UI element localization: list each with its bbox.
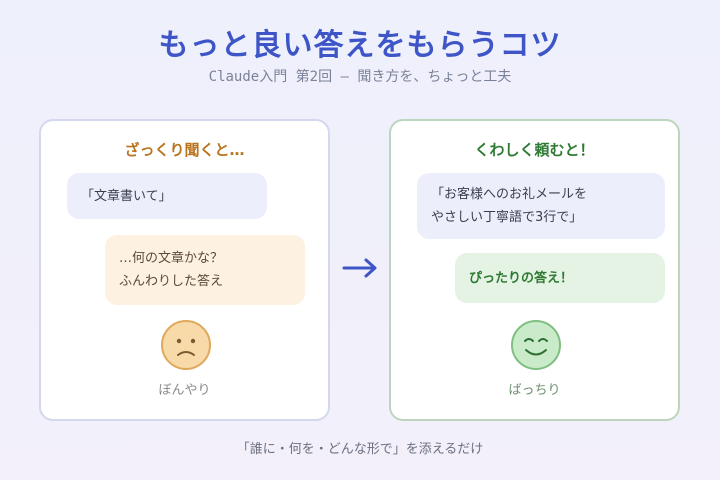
reply-bubble-detailed: ぴったりの答え！ bbox=[455, 253, 665, 303]
vague-request-panel: ざっくり聞くと… 「文章書いて」 …何の文章かな？ ふんわりした答え ぼんやり bbox=[39, 119, 330, 421]
panel-title-detailed: くわしく頼むと！ bbox=[474, 141, 595, 159]
user-prompt-bubble-detailed: 「お客様へのお礼メールを やさしい丁寧語で3行で」 bbox=[417, 173, 665, 239]
right-arrow-icon bbox=[342, 258, 377, 278]
user-prompt-line-1: 「お客様へのお礼メールを bbox=[431, 187, 588, 202]
happy-face-icon bbox=[511, 320, 561, 370]
confused-face-icon bbox=[161, 320, 211, 370]
reply-line-2: ふんわりした答え bbox=[119, 274, 224, 289]
reply-bubble-vague: …何の文章かな？ ふんわりした答え bbox=[105, 235, 305, 305]
user-prompt-line-2: やさしい丁寧語で3行で」 bbox=[431, 210, 583, 225]
detailed-request-panel: くわしく頼むと！ 「お客様へのお礼メールを やさしい丁寧語で3行で」 ぴったりの… bbox=[389, 119, 680, 421]
page-title: もっと良い答えをもらうコツ bbox=[158, 28, 562, 63]
page-subtitle: Claude入門 第2回 — 聞き方を、ちょっと工夫 bbox=[208, 69, 512, 85]
footer-tip: 「誰に・何を・どんな形で」を添えるだけ bbox=[236, 442, 484, 457]
face-label-detailed: ばっちり bbox=[508, 383, 561, 398]
panel-title-vague: ざっくり聞くと… bbox=[124, 141, 245, 159]
reply-line-1: …何の文章かな？ bbox=[119, 251, 224, 266]
user-prompt-bubble-vague: 「文章書いて」 bbox=[67, 173, 267, 219]
user-prompt-text: 「文章書いて」 bbox=[81, 188, 172, 204]
face-label-vague: ぼんやり bbox=[158, 383, 211, 398]
reply-text-detailed: ぴったりの答え！ bbox=[469, 270, 574, 286]
